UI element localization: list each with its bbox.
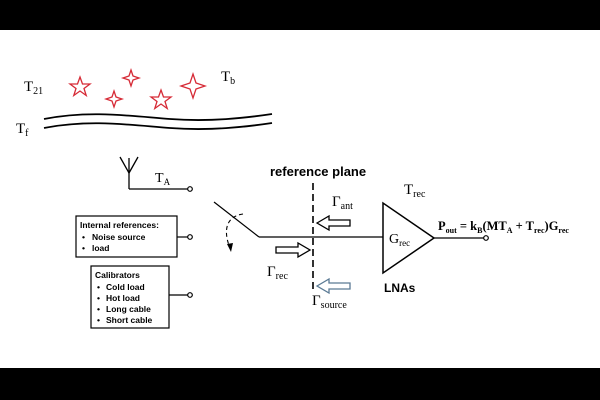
- calibrator-item: Short cable: [106, 315, 153, 325]
- grec-label: Grec: [389, 232, 410, 248]
- receiver-diagram: T21 Tb Tf TA Internal references: • Nois…: [16, 67, 569, 329]
- reference-plane-label: reference plane: [270, 164, 366, 179]
- svg-text:•: •: [97, 293, 100, 303]
- calibrator-item: Cold load: [106, 282, 145, 292]
- output-terminal: [483, 235, 489, 241]
- calibrator-item: Long cable: [106, 304, 151, 314]
- gamma-source-arrow-icon: [315, 277, 351, 295]
- calibrator-item: Hot load: [106, 293, 140, 303]
- internal-reference-item: load: [92, 243, 109, 253]
- pout-equation: Pout = kB(MTA + Trec)Grec: [438, 219, 569, 235]
- sky-stars: [68, 67, 208, 111]
- gamma-rec-arrow-icon: [275, 241, 312, 259]
- internal-references-box: Internal references: • Noise source • lo…: [75, 215, 178, 258]
- internal-reference-item: Noise source: [92, 232, 146, 242]
- gamma-ant-label: Γant: [332, 194, 353, 212]
- calibrators-title: Calibrators: [95, 270, 140, 280]
- internal-ref-terminal: [187, 234, 193, 240]
- switch-direction-arrow-icon: [227, 243, 233, 252]
- gamma-source-label: Γsource: [312, 293, 347, 311]
- t21-label: T21: [24, 79, 43, 97]
- amplifier-triangle: [382, 201, 436, 275]
- svg-text:•: •: [82, 232, 85, 242]
- switch: [213, 201, 260, 252]
- ta-label: TA: [155, 171, 171, 187]
- star-icon: [120, 67, 142, 89]
- foreground-waves: [43, 113, 273, 130]
- svg-text:•: •: [97, 282, 100, 292]
- lnas-label: LNAs: [384, 281, 416, 295]
- svg-text:•: •: [82, 243, 85, 253]
- star-icon: [68, 75, 92, 98]
- trec-label: Trec: [404, 182, 426, 200]
- star-icon: [178, 71, 208, 101]
- calibrators-box: Calibrators • Cold load • Hot load • Lon…: [90, 265, 170, 329]
- tf-label: Tf: [16, 121, 29, 139]
- gamma-ant-arrow-icon: [315, 214, 351, 232]
- gamma-rec-label: Γrec: [267, 264, 288, 282]
- internal-references-title: Internal references:: [80, 220, 159, 230]
- star-icon: [103, 88, 125, 110]
- calibrators-terminal: [187, 292, 193, 298]
- antenna-icon: [119, 156, 188, 190]
- svg-text:•: •: [97, 304, 100, 314]
- antenna-terminal: [187, 186, 193, 192]
- diagram-stage: T21 Tb Tf TA Internal references: • Nois…: [0, 30, 600, 368]
- svg-text:•: •: [97, 315, 100, 325]
- tb-label: Tb: [221, 69, 235, 87]
- star-icon: [149, 88, 173, 111]
